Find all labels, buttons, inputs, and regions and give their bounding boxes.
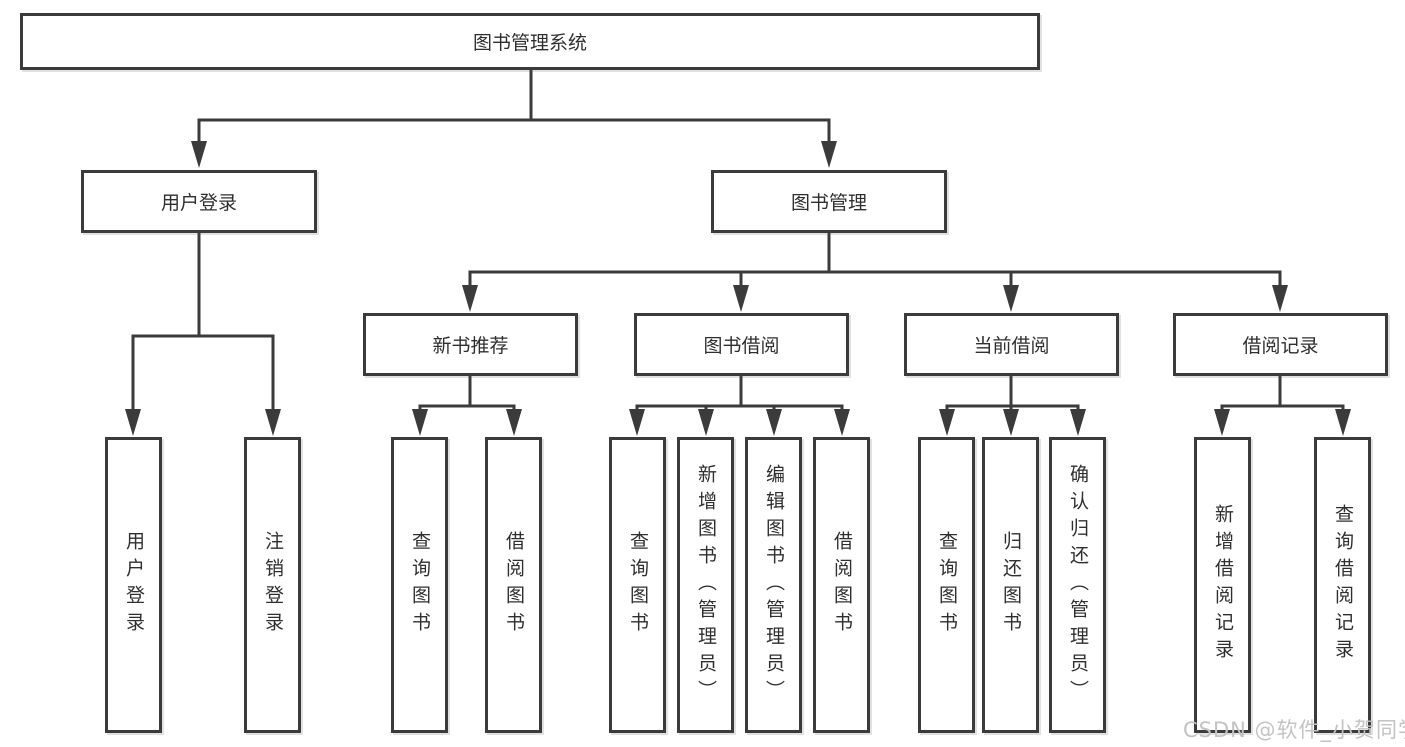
node-book-borrow: 图书借阅 (634, 313, 849, 376)
node-leaf-borrow-book-2: 借阅图书 (813, 437, 870, 733)
node-new-book-recommend: 新书推荐 (363, 313, 578, 376)
arrowhead (698, 409, 714, 436)
leaf-label: 编辑图书（管理员） (763, 463, 785, 707)
node-leaf-user-login: 用户登录 (105, 437, 162, 733)
leaf-label: 借阅图书 (503, 531, 525, 639)
arrowhead (1003, 285, 1019, 312)
node-root-label: 图书管理系统 (472, 32, 587, 54)
node-leaf-edit-book-admin: 编辑图书（管理员） (745, 437, 802, 733)
node-borrow-record: 借阅记录 (1173, 313, 1388, 376)
arrowhead (1272, 285, 1288, 312)
leaf-label: 新增借阅记录 (1212, 504, 1234, 666)
node-leaf-query-borrow-record: 查询借阅记录 (1314, 437, 1371, 733)
arrowhead (629, 409, 645, 436)
arrowhead (506, 409, 522, 436)
leaf-label: 新增图书（管理员） (695, 463, 717, 707)
leaf-label: 归还图书 (1000, 531, 1022, 639)
arrowhead (191, 141, 207, 168)
arrowhead (1003, 409, 1019, 436)
leaf-label: 注销登录 (262, 531, 284, 639)
node-new-book-recommend-label: 新书推荐 (432, 335, 509, 357)
node-book-management-label: 图书管理 (790, 192, 867, 214)
arrowhead (1070, 409, 1086, 436)
leaf-label: 查询借阅记录 (1332, 504, 1354, 666)
arrowhead (821, 141, 837, 168)
leaf-label: 查询图书 (627, 531, 649, 639)
arrowhead (733, 285, 749, 312)
node-current-borrow: 当前借阅 (904, 313, 1119, 376)
arrowhead (462, 285, 478, 312)
node-leaf-logout: 注销登录 (244, 437, 301, 733)
node-leaf-add-book-admin: 新增图书（管理员） (677, 437, 734, 733)
node-leaf-add-borrow-record: 新增借阅记录 (1194, 437, 1251, 733)
node-book-management: 图书管理 (711, 170, 947, 233)
arrowhead (1214, 409, 1230, 436)
leaf-label: 确认归还（管理员） (1067, 463, 1089, 707)
node-book-borrow-label: 图书借阅 (703, 335, 780, 357)
node-leaf-confirm-return-admin: 确认归还（管理员） (1049, 437, 1106, 733)
csdn-watermark: CSDN @软件_小贺同学 (1183, 718, 1405, 742)
arrowhead (1335, 409, 1351, 436)
leaf-label: 查询图书 (936, 531, 958, 639)
arrowhead (265, 409, 281, 436)
leaf-label: 用户登录 (123, 531, 145, 639)
arrowhead (939, 409, 955, 436)
node-borrow-record-label: 借阅记录 (1242, 335, 1319, 357)
arrowhead (125, 409, 141, 436)
node-leaf-return-book: 归还图书 (982, 437, 1039, 733)
node-root: 图书管理系统 (20, 13, 1040, 70)
node-leaf-query-book-2: 查询图书 (609, 437, 666, 733)
arrowhead (834, 409, 850, 436)
arrowhead (412, 409, 428, 436)
node-user-login: 用户登录 (81, 170, 317, 233)
leaf-label: 查询图书 (409, 531, 431, 639)
node-user-login-label: 用户登录 (160, 192, 237, 214)
node-leaf-query-book-1: 查询图书 (391, 437, 448, 733)
node-leaf-borrow-book-1: 借阅图书 (485, 437, 542, 733)
leaf-label: 借阅图书 (831, 531, 853, 639)
node-leaf-query-book-3: 查询图书 (918, 437, 975, 733)
node-current-borrow-label: 当前借阅 (973, 335, 1050, 357)
arrowhead (766, 409, 782, 436)
